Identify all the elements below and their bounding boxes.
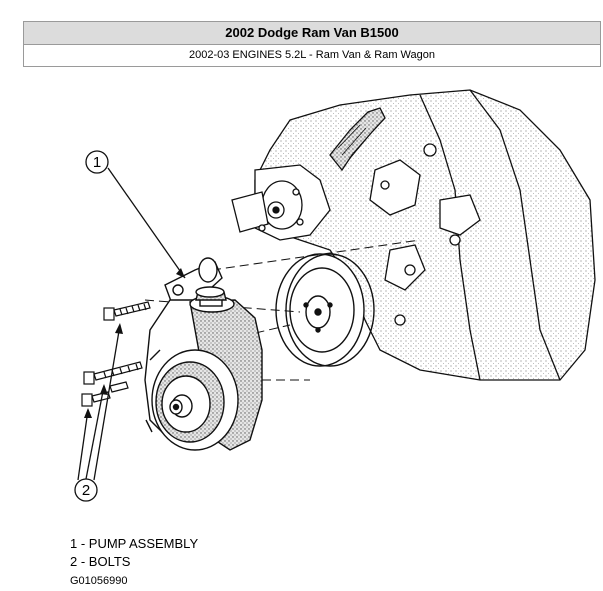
bolts — [81, 301, 151, 407]
radiator-hose — [329, 107, 386, 172]
water-pump — [231, 164, 331, 241]
legend-item-bolts: 2 - BOLTS — [70, 554, 131, 569]
document-title: 2002 Dodge Ram Van B1500 — [24, 22, 600, 45]
legend-item-pump-assembly: 1 - PUMP ASSEMBLY — [70, 536, 199, 551]
callout-1: 1 — [85, 150, 186, 279]
pump-assembly — [144, 257, 263, 451]
document-subtitle: 2002-03 ENGINES 5.2L - Ram Van & Ram Wag… — [24, 45, 600, 66]
svg-text:2: 2 — [82, 482, 90, 499]
callout-2: 2 — [74, 323, 123, 502]
document-header: 2002 Dodge Ram Van B1500 2002-03 ENGINES… — [23, 21, 601, 67]
bolt-middle — [83, 361, 143, 385]
svg-text:1: 1 — [93, 154, 101, 171]
bolt-upper — [103, 301, 151, 321]
crankshaft-pulley — [275, 253, 375, 367]
figure-legend: 1 - PUMP ASSEMBLY 2 - BOLTS — [70, 535, 198, 571]
figure-id: G01056990 — [70, 575, 128, 587]
